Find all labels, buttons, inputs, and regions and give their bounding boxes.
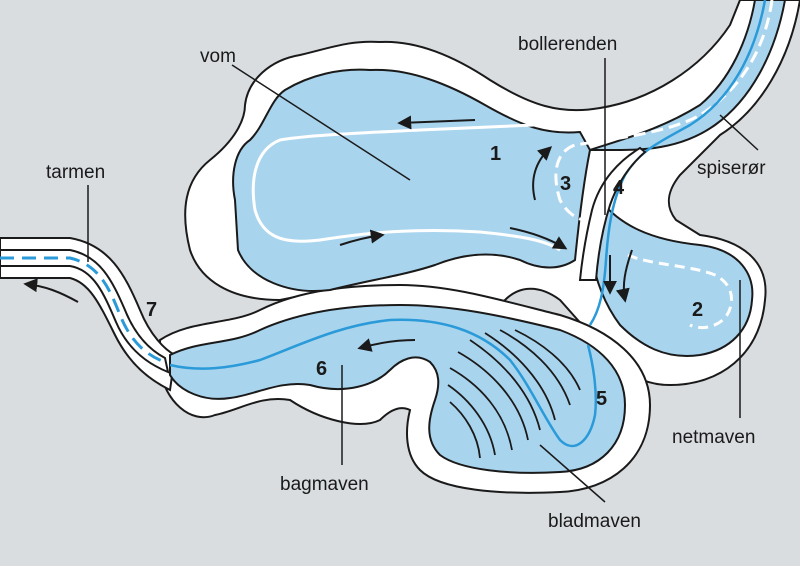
- label-bollerenden: bollerenden: [518, 34, 617, 55]
- text-labels: vom bollerenden spiserør tarmen netmaven…: [46, 34, 766, 532]
- leaf-line: [457, 351, 529, 441]
- label-bladmaven: bladmaven: [548, 511, 641, 532]
- flow-lines-white: [0, 0, 774, 364]
- arrows: [23, 115, 633, 352]
- leader-vom: [231, 64, 411, 181]
- label-tarmen: tarmen: [46, 162, 105, 183]
- number-3: 3: [560, 173, 571, 195]
- arrow-3: [532, 146, 553, 201]
- label-bagmaven: bagmaven: [280, 474, 369, 495]
- bagmaven-blue-line: [169, 318, 598, 448]
- groove: [578, 146, 647, 281]
- leaf-line: [447, 384, 496, 456]
- bladmaven-leaves: [447, 329, 581, 459]
- esophagus-white-line: [554, 0, 774, 222]
- leaf-line: [514, 329, 581, 391]
- number-2: 2: [692, 299, 703, 321]
- leaf-line: [484, 332, 556, 421]
- arrow-6: [357, 338, 416, 352]
- intestine-lumen: [0, 249, 170, 374]
- number-7: 7: [146, 299, 157, 321]
- number-6: 6: [316, 358, 327, 380]
- leader-bladmaven: [539, 444, 606, 503]
- arrow-vom-bottom: [339, 229, 385, 246]
- netmaven-cavity: [590, 197, 754, 357]
- number-1: 1: [490, 143, 501, 165]
- leaf-line: [449, 401, 481, 459]
- arrow-7: [23, 278, 79, 303]
- arrow-netmaven: [615, 249, 633, 303]
- label-vom: vom: [200, 46, 236, 67]
- netmaven-white-line: [627, 253, 734, 330]
- arrow-vom-to-groove: [509, 227, 568, 250]
- label-spiseror: spiserør: [697, 158, 766, 179]
- leader-lines: [87, 58, 759, 503]
- label-netmaven: netmaven: [672, 427, 755, 448]
- number-5: 5: [596, 388, 607, 410]
- leaf-line: [449, 367, 513, 451]
- number-4: 4: [613, 177, 625, 199]
- vom-loop-line: [251, 121, 581, 252]
- compartment-numbers: 1 2 3 4 5 6 7: [146, 143, 703, 410]
- groove-fold: [578, 146, 647, 281]
- leader-spiseror: [719, 114, 759, 151]
- arrow-vom-top: [397, 115, 476, 130]
- bladmaven-bagmaven-cavity: [169, 303, 627, 474]
- leaf-line: [499, 329, 571, 406]
- leaf-line: [469, 339, 541, 431]
